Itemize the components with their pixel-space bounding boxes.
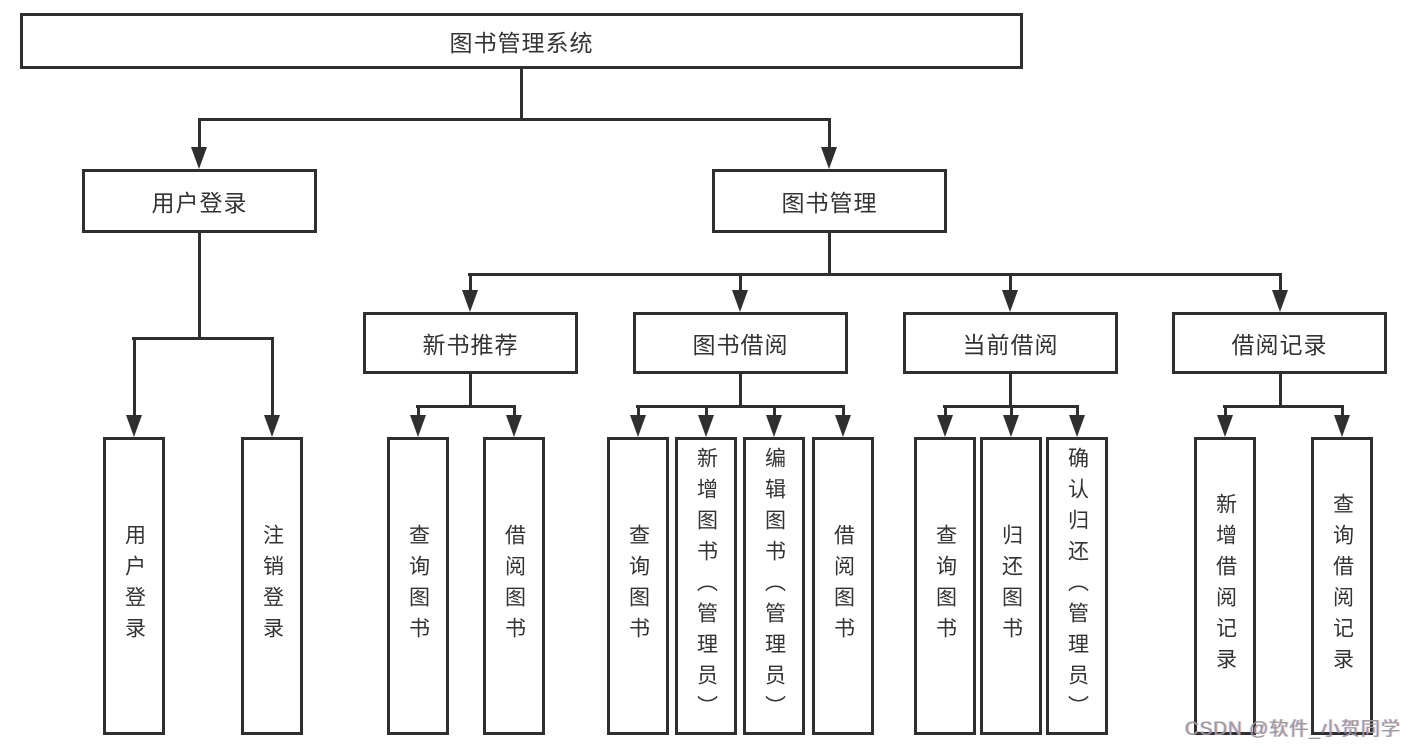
tree-line — [469, 273, 472, 293]
leaf-borrow-books-borrowing-label: 借阅图书 — [831, 524, 855, 648]
tree-line — [1279, 273, 1282, 293]
leaf-add-books-admin: 新增图书（管理员） — [675, 437, 737, 735]
leaf-query-books-current: 查询图书 — [914, 437, 976, 735]
node-borrowing-records: 借阅记录 — [1172, 312, 1387, 374]
leaf-edit-books-admin-label: 编辑图书（管理员） — [762, 446, 786, 726]
tree-line — [469, 374, 472, 405]
leaf-return-books: 归还图书 — [980, 437, 1042, 735]
node-current-borrowing: 当前借阅 — [903, 312, 1118, 374]
tree-line — [520, 69, 523, 118]
arrow-down-icon — [1334, 415, 1350, 437]
leaf-query-borrow-record: 查询借阅记录 — [1311, 437, 1373, 735]
leaf-query-books-current-label: 查询图书 — [933, 524, 957, 648]
arrow-down-icon — [1003, 415, 1019, 437]
tree-line — [739, 374, 742, 405]
node-library-system: 图书管理系统 — [20, 13, 1023, 69]
arrow-down-icon — [630, 415, 646, 437]
leaf-query-books-borrowing: 查询图书 — [607, 437, 669, 735]
tree-line — [1279, 374, 1282, 407]
leaf-confirm-return-admin: 确认归还（管理员） — [1046, 437, 1108, 735]
tree-line — [828, 118, 831, 150]
node-current-borrowing-label: 当前借阅 — [962, 332, 1059, 358]
tree-line — [1224, 405, 1227, 419]
node-user-login: 用户登录 — [82, 169, 317, 233]
leaf-confirm-return-admin-label: 确认归还（管理员） — [1065, 446, 1089, 726]
arrow-down-icon — [1272, 290, 1288, 312]
tree-line — [1009, 273, 1012, 293]
arrow-down-icon — [264, 415, 280, 437]
arrow-down-icon — [835, 415, 851, 437]
tree-line — [468, 273, 1282, 276]
tree-line — [1010, 405, 1013, 419]
node-library-system-label: 图书管理系统 — [449, 30, 594, 56]
arrow-down-icon — [410, 415, 426, 437]
leaf-add-borrow-record: 新增借阅记录 — [1194, 437, 1256, 735]
tree-line — [133, 337, 136, 417]
arrow-down-icon — [1217, 415, 1233, 437]
arrow-down-icon — [1002, 290, 1018, 312]
leaf-user-login-label: 用户登录 — [122, 524, 146, 648]
arrow-down-icon — [732, 290, 748, 312]
tree-line — [1223, 405, 1344, 408]
tree-line — [828, 233, 831, 273]
tree-line — [637, 405, 640, 419]
tree-line — [513, 405, 516, 419]
arrow-down-icon — [1069, 415, 1085, 437]
leaf-logout: 注销登录 — [241, 437, 303, 735]
tree-line — [416, 405, 516, 408]
leaf-user-login: 用户登录 — [103, 437, 165, 735]
arrow-down-icon — [766, 415, 782, 437]
node-borrowing-records-label: 借阅记录 — [1231, 332, 1328, 358]
node-new-book-recommendation: 新书推荐 — [363, 312, 578, 374]
arrow-down-icon — [126, 415, 142, 437]
arrow-down-icon — [191, 147, 207, 169]
node-book-borrowing: 图书借阅 — [633, 312, 848, 374]
tree-line — [1076, 405, 1079, 419]
arrow-down-icon — [462, 290, 478, 312]
tree-line — [198, 233, 201, 337]
tree-line — [739, 273, 742, 293]
arrow-down-icon — [937, 415, 953, 437]
leaf-borrow-books-recommend-label: 借阅图书 — [502, 524, 526, 648]
leaf-borrow-books-recommend: 借阅图书 — [483, 437, 545, 735]
tree-line — [1009, 374, 1012, 405]
tree-line — [944, 405, 947, 419]
leaf-query-books-recommend-label: 查询图书 — [406, 524, 430, 648]
leaf-logout-label: 注销登录 — [260, 524, 284, 648]
leaf-query-books-borrowing-label: 查询图书 — [626, 524, 650, 648]
tree-line — [636, 405, 845, 408]
tree-line — [417, 405, 420, 419]
leaf-add-books-admin-label: 新增图书（管理员） — [694, 446, 718, 726]
node-book-management-label: 图书管理 — [781, 190, 878, 216]
leaf-borrow-books-borrowing: 借阅图书 — [812, 437, 874, 735]
tree-line — [842, 405, 845, 419]
node-book-borrowing-label: 图书借阅 — [692, 332, 789, 358]
leaf-add-borrow-record-label: 新增借阅记录 — [1213, 493, 1237, 679]
tree-line — [132, 337, 274, 340]
node-book-management: 图书管理 — [712, 169, 947, 233]
tree-line — [198, 118, 831, 121]
leaf-query-borrow-record-label: 查询借阅记录 — [1330, 493, 1354, 679]
csdn-watermark: CSDN @软件_小贺同学 — [1185, 719, 1401, 740]
leaf-edit-books-admin: 编辑图书（管理员） — [743, 437, 805, 735]
tree-line — [271, 337, 274, 417]
tree-line — [773, 405, 776, 419]
leaf-return-books-label: 归还图书 — [999, 524, 1023, 648]
arrow-down-icon — [506, 415, 522, 437]
tree-line — [198, 118, 201, 150]
node-user-login-label: 用户登录 — [151, 190, 248, 216]
arrow-down-icon — [698, 415, 714, 437]
arrow-down-icon — [821, 147, 837, 169]
tree-line — [705, 405, 708, 419]
node-new-book-recommendation-label: 新书推荐 — [422, 332, 519, 358]
tree-line — [1341, 405, 1344, 419]
leaf-query-books-recommend: 查询图书 — [387, 437, 449, 735]
